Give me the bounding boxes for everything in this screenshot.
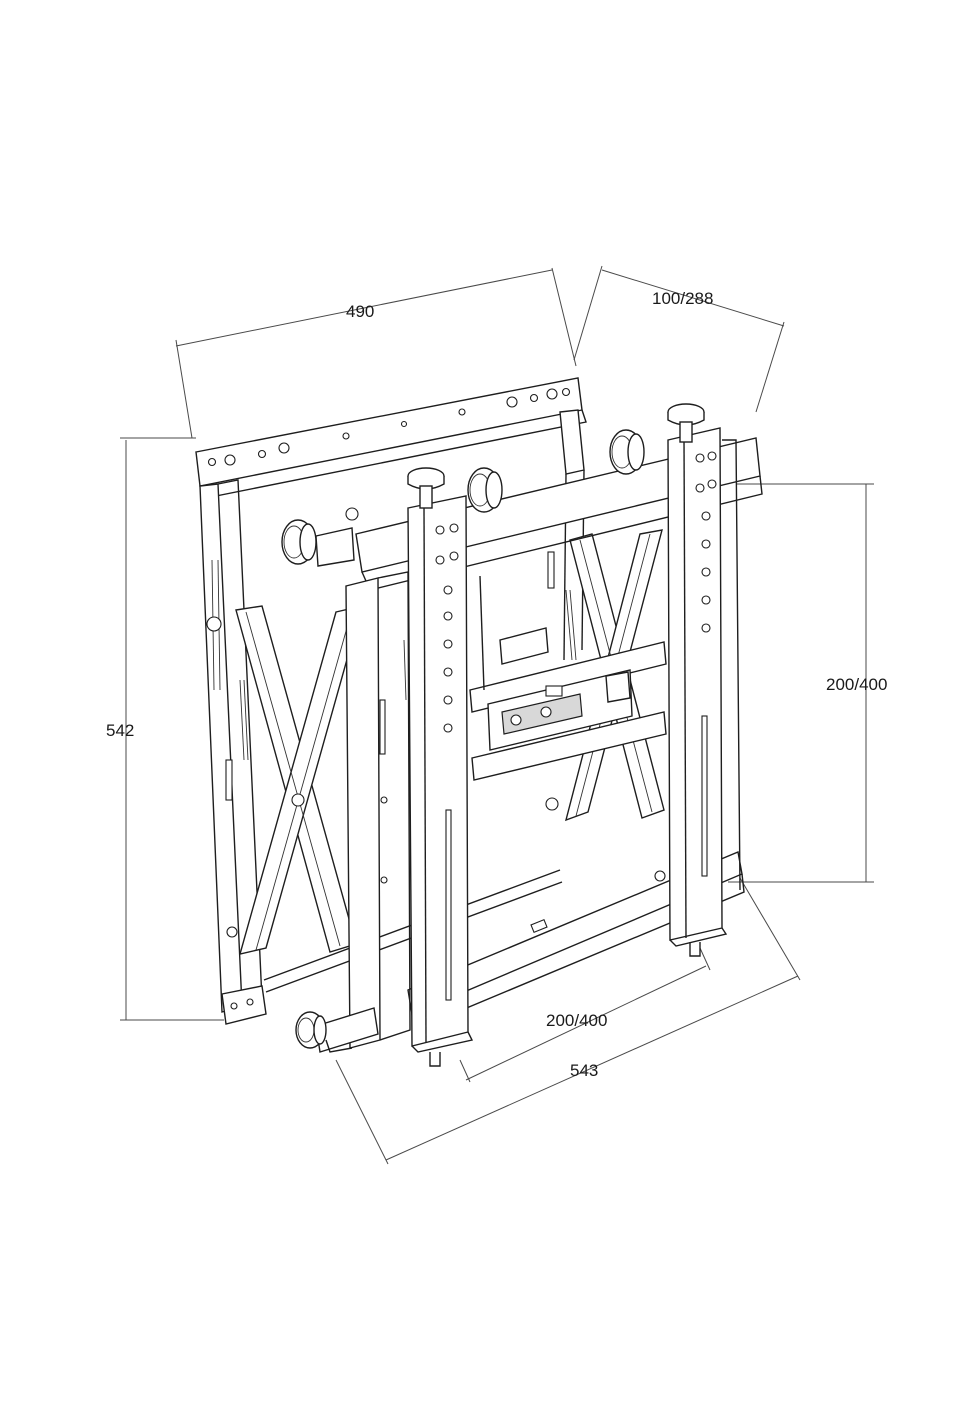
roller-knob-left bbox=[281, 519, 355, 567]
front-frame-lower-rail bbox=[471, 711, 667, 781]
roller-knob-right bbox=[609, 429, 645, 475]
dim-label-total-height: 542 bbox=[106, 721, 134, 740]
front-frame-middle-rail bbox=[469, 641, 667, 713]
dim-label-top-width: 490 bbox=[346, 302, 374, 321]
dimension-vesa-horizontal: 200/400 bbox=[459, 947, 711, 1083]
wall-plate-bottom-left-foot bbox=[221, 985, 267, 1025]
dim-label-depth: 100/288 bbox=[652, 289, 713, 308]
knob-vesa-left-top bbox=[407, 467, 445, 509]
scissor-arm-left bbox=[206, 605, 363, 955]
wall-plate-right-upright bbox=[559, 409, 585, 475]
dim-label-vesa-horizontal: 200/400 bbox=[546, 1011, 607, 1030]
springs bbox=[239, 589, 577, 761]
dimension-total-width: 543 bbox=[335, 877, 801, 1165]
dim-label-total-width: 543 bbox=[570, 1061, 598, 1080]
wall-plate-top-rail bbox=[195, 377, 583, 487]
dimension-total-height: 542 bbox=[106, 437, 224, 1021]
front-left-side-bracket bbox=[315, 571, 411, 1053]
roller-knob-center bbox=[467, 467, 503, 513]
knob-bottom-left bbox=[295, 1011, 353, 1053]
adjustment-knobs bbox=[226, 403, 705, 1053]
dimension-lines: 490 100/288 542 200/400 200/400 bbox=[106, 265, 887, 1165]
wall-plate-holes bbox=[207, 387, 571, 467]
knob-vesa-right-top bbox=[667, 403, 705, 443]
dimension-depth: 100/288 bbox=[573, 265, 785, 413]
vesa-arm-left bbox=[407, 495, 474, 1067]
dimension-vesa-vertical: 200/400 bbox=[728, 483, 887, 883]
dimension-top-width: 490 bbox=[175, 267, 577, 439]
vesa-arm-right bbox=[667, 427, 741, 957]
dim-label-vesa-vertical: 200/400 bbox=[826, 675, 887, 694]
